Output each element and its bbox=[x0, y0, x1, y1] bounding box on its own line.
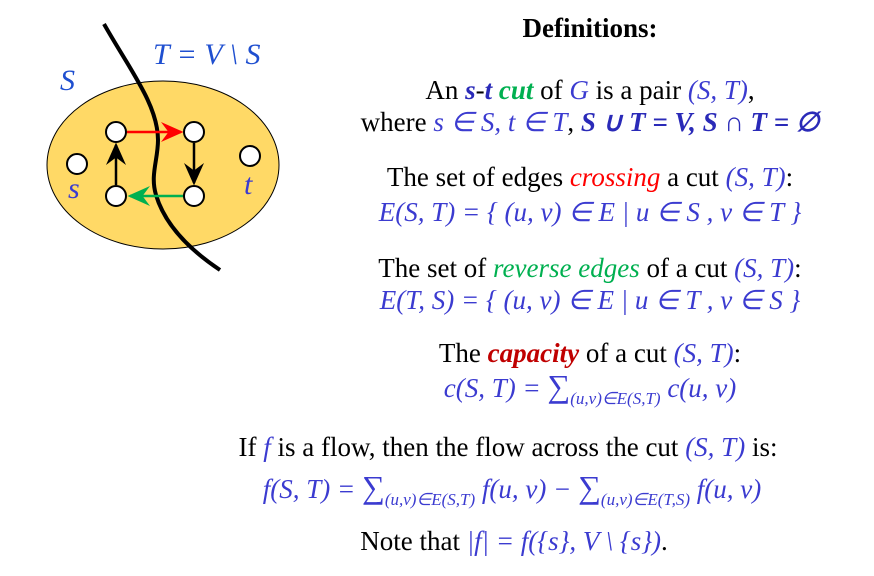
text-segment: (u,v)∈E(T,S) bbox=[600, 490, 690, 509]
text-segment bbox=[492, 75, 499, 105]
text-segment: f(S, T) = bbox=[262, 474, 363, 504]
text-segment: The bbox=[438, 338, 488, 368]
capacity-formula: c(S, T) = ∑(u,v)∈E(S,T) c(u, v) bbox=[190, 370, 874, 415]
text-segment: of a cut bbox=[579, 338, 674, 368]
text-segment: The set of edges bbox=[386, 162, 570, 192]
text-segment: (u,v)∈E(S,T) bbox=[570, 389, 661, 408]
text-segment: (S, T) bbox=[685, 432, 746, 462]
definitions-heading: Definitions: bbox=[190, 12, 874, 44]
set-region bbox=[46, 80, 280, 250]
text-segment: G bbox=[569, 75, 589, 105]
text-segment: crossing bbox=[569, 162, 661, 192]
text-segment: f(u, v) bbox=[690, 474, 762, 504]
flow-across-cut-formula: f(S, T) = ∑(u,v)∈E(S,T) f(u, v) − ∑(u,v)… bbox=[112, 471, 874, 516]
text-segment: capacity bbox=[487, 338, 580, 368]
text-segment: E(T, S) = { (u, v) ∈ E | u ∈ T , v ∈ S } bbox=[379, 285, 801, 315]
cut-conditions: where s ∈ S, t ∈ T, S ∪ T = V, S ∩ T = ∅ bbox=[190, 106, 874, 138]
text-segment: ∑ bbox=[547, 368, 571, 404]
text-segment: f bbox=[263, 432, 271, 462]
text-segment: - bbox=[475, 75, 485, 105]
text-segment: c(S, T) = bbox=[443, 373, 548, 403]
text-segment: a cut bbox=[660, 162, 726, 192]
node-t bbox=[239, 145, 261, 167]
cut-line bbox=[102, 23, 222, 272]
text-segment: : bbox=[785, 162, 794, 192]
label-set-s: S bbox=[60, 64, 75, 97]
text-segment: is a flow, then the flow across the cut bbox=[270, 432, 686, 462]
text-segment: (u,v)∈E(S,T) bbox=[384, 490, 476, 509]
text-segment: : bbox=[733, 338, 742, 368]
text-segment: (S, T) bbox=[725, 162, 786, 192]
text-segment: An bbox=[425, 75, 466, 105]
reverse-edges-formula: E(T, S) = { (u, v) ∈ E | u ∈ T , v ∈ S } bbox=[190, 284, 874, 316]
crossing-edges-text: The set of edges crossing a cut (S, T): bbox=[190, 161, 874, 193]
text-segment: S ∪ T = V, S ∩ T = ∅ bbox=[580, 107, 820, 137]
text-segment: c(u, v) bbox=[660, 373, 737, 403]
text-segment: (S, T) bbox=[673, 338, 734, 368]
text-segment: E(S, T) = { (u, v) ∈ E | u ∈ S , v ∈ T } bbox=[378, 197, 802, 227]
node bbox=[183, 185, 205, 207]
text-segment: where bbox=[360, 107, 434, 137]
capacity-text: The capacity of a cut (S, T): bbox=[190, 337, 874, 369]
node-s bbox=[66, 153, 88, 175]
label-source: s bbox=[68, 172, 80, 205]
crossing-edges-formula: E(S, T) = { (u, v) ∈ E | u ∈ S , v ∈ T } bbox=[190, 196, 874, 228]
flow-value-note: Note that |f| = f({s}, V \ {s}). bbox=[114, 525, 874, 557]
text-segment: Definitions: bbox=[522, 13, 658, 43]
text-segment: of a cut bbox=[639, 253, 735, 283]
text-segment: f(u, v) − bbox=[475, 474, 579, 504]
reverse-edges-text: The set of reverse edges of a cut (S, T)… bbox=[190, 252, 874, 284]
node bbox=[105, 185, 127, 207]
flow-across-cut-text: If f is a flow, then the flow across the… bbox=[108, 431, 874, 463]
text-segment: (S, T) bbox=[687, 75, 748, 105]
text-segment: reverse edges bbox=[493, 253, 640, 283]
text-segment: s bbox=[465, 75, 476, 105]
text-segment: If bbox=[238, 432, 264, 462]
text-segment: t bbox=[484, 75, 493, 105]
text-segment: is: bbox=[745, 432, 778, 462]
text-segment: Note that bbox=[360, 526, 467, 556]
node bbox=[183, 121, 205, 143]
text-segment: |f| = f({s}, V \ {s}) bbox=[466, 526, 661, 556]
text-segment: is a pair bbox=[588, 75, 688, 105]
text-segment: : bbox=[794, 253, 802, 283]
text-segment: The set of bbox=[378, 253, 494, 283]
text-segment: of bbox=[533, 75, 570, 105]
text-segment: , bbox=[567, 107, 581, 137]
label-sink: t bbox=[244, 168, 253, 201]
text-segment: ∑ bbox=[578, 469, 601, 505]
text-segment: cut bbox=[498, 75, 534, 105]
cut-diagram-svg bbox=[46, 23, 280, 272]
text-segment: , bbox=[747, 75, 755, 105]
node bbox=[105, 121, 127, 143]
label-set-t: T = V \ S bbox=[153, 38, 261, 71]
text-segment: s ∈ S, t ∈ T bbox=[433, 107, 568, 137]
text-segment: . bbox=[661, 526, 668, 556]
cut-definition: An s-t cut of G is a pair (S, T), bbox=[190, 74, 874, 106]
text-segment: ∑ bbox=[362, 469, 385, 505]
text-segment: (S, T) bbox=[734, 253, 795, 283]
